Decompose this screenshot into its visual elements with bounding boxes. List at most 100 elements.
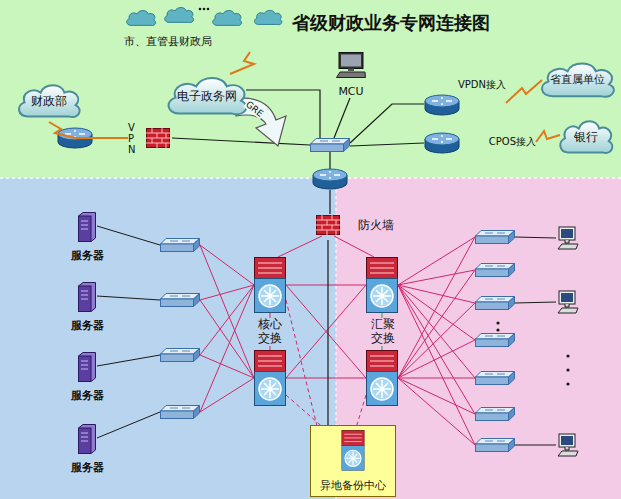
server-node: 服务器	[58, 422, 116, 474]
core-switch-icon	[255, 258, 286, 313]
mesh-line	[286, 285, 366, 286]
mesh-line	[286, 285, 366, 378]
lightning-link	[536, 131, 560, 142]
wan-region	[0, 0, 621, 178]
mesh-line	[286, 300, 318, 430]
mesh-line	[398, 378, 475, 379]
server-node: 服务器	[58, 350, 116, 402]
node-text: VPDN接入	[458, 79, 506, 91]
firewall-icon	[316, 215, 340, 235]
switch-icon	[476, 297, 515, 310]
mesh-line	[200, 285, 254, 355]
lightning-link	[49, 122, 128, 138]
mesh-line	[398, 285, 475, 445]
core-switch-icon	[342, 430, 365, 470]
computer-icon	[558, 291, 578, 313]
mcu-icon	[337, 53, 366, 78]
aggregation-switch-icon	[367, 258, 398, 313]
network-cloud: 银行	[556, 116, 616, 158]
mesh-line	[398, 270, 475, 285]
group-label: 核心交换	[255, 318, 285, 346]
server-node: 服务器	[58, 210, 116, 262]
switch-icon	[161, 349, 200, 362]
node-text: 异地备份中心	[320, 479, 386, 492]
node-text: 市、直管县财政局	[124, 35, 212, 48]
lightning-link	[230, 52, 254, 74]
lightning-link	[506, 80, 542, 103]
switch-icon	[476, 231, 515, 244]
group-label: 汇聚交换	[368, 318, 398, 346]
computer-icon	[558, 434, 578, 456]
mesh-line	[398, 237, 475, 285]
mesh-line	[200, 285, 254, 412]
aggregation-switch-icon	[367, 351, 398, 406]
server-region	[0, 178, 336, 499]
gre-tunnel-arrow	[236, 98, 286, 146]
mesh-line	[398, 285, 475, 414]
mesh-line	[398, 237, 475, 378]
access-switches	[476, 231, 515, 452]
core-switch-icon	[255, 351, 286, 406]
cloud-outline	[560, 121, 612, 153]
mesh-line	[286, 285, 366, 378]
router-icon	[425, 133, 459, 153]
node-text: 服务器	[71, 461, 104, 474]
network-cloud: 财政部	[14, 80, 84, 122]
node-text: 服务器	[71, 389, 104, 402]
mesh-line	[200, 355, 254, 378]
mesh-line	[515, 445, 556, 446]
cloud-outline	[19, 85, 80, 117]
switch-icon	[476, 439, 515, 452]
mesh-line	[398, 270, 475, 378]
firewall-icon	[146, 128, 170, 148]
node-text: 防火墙	[358, 218, 394, 232]
mesh-line	[200, 300, 254, 378]
mesh-line	[97, 355, 160, 366]
switch-icon	[476, 264, 515, 277]
mesh-line	[398, 378, 475, 445]
node-text: 服务器	[71, 319, 104, 332]
link-line	[350, 143, 424, 146]
router-icon	[425, 95, 459, 115]
router-node: VPDN接入	[418, 79, 506, 117]
mesh-line	[200, 285, 254, 300]
switch-icon	[161, 239, 200, 252]
network-cloud: 电子政务网	[162, 72, 252, 120]
mesh-line	[286, 378, 366, 379]
lightning-link	[327, 240, 328, 425]
mesh-line	[398, 378, 475, 414]
node-text: 财政部	[31, 94, 67, 108]
mesh-line	[356, 395, 366, 428]
network-cloud: 省直属单位	[536, 58, 619, 102]
mesh-line	[97, 412, 160, 438]
mesh-line	[200, 378, 254, 412]
firewall-node: 防火墙	[312, 210, 398, 240]
mesh-line	[398, 340, 475, 378]
small-cloud	[254, 10, 281, 24]
mesh-line	[515, 302, 556, 303]
small-cloud	[165, 8, 194, 23]
server-icon	[79, 353, 96, 382]
mesh-line	[398, 285, 475, 303]
node-text: VPN	[128, 122, 138, 155]
mesh-line	[334, 236, 374, 257]
link-line	[350, 104, 424, 143]
node-text: CPOS接入	[489, 136, 536, 148]
mesh-line	[398, 303, 475, 378]
mesh-lines	[97, 226, 556, 445]
server-icon	[79, 283, 96, 312]
small-cloud	[213, 11, 242, 26]
mesh-line	[278, 236, 322, 257]
mesh-line	[200, 245, 254, 378]
node-text: 银行	[574, 130, 598, 144]
site-cluster: 市、直管县财政局	[118, 2, 290, 52]
server-icon	[79, 213, 96, 242]
cloud-outline	[542, 64, 614, 97]
mesh-line	[97, 226, 160, 245]
vpn-firewall: VPN	[128, 118, 172, 158]
switch-icon	[161, 294, 200, 307]
switch-icon	[476, 372, 515, 385]
mesh-line	[97, 296, 160, 300]
switch-icon	[161, 406, 200, 419]
